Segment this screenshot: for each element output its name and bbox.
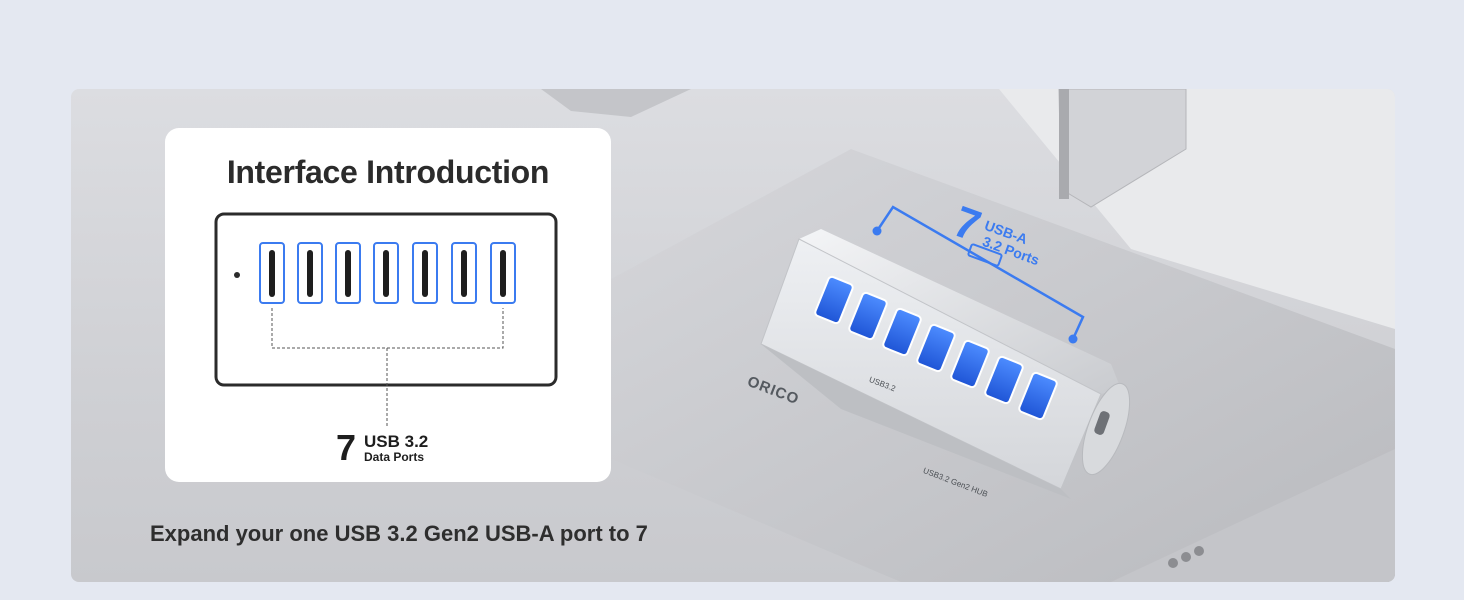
hub-top xyxy=(799,229,1121,394)
tagline: Expand your one USB 3.2 Gen2 USB-A port … xyxy=(150,521,648,546)
port-count: 7 xyxy=(336,427,357,468)
hub-end-cap xyxy=(1081,382,1131,476)
port-type: USB 3.2 xyxy=(364,432,429,451)
card-title: Interface Introduction xyxy=(226,154,550,190)
port-diagram xyxy=(214,212,558,426)
monitor-stand xyxy=(541,89,691,117)
tablet-dots xyxy=(1168,546,1204,568)
hub-ports xyxy=(814,275,1058,421)
hub-base xyxy=(761,344,1071,499)
usb-a-icon xyxy=(967,243,1003,267)
tablet xyxy=(1111,449,1395,582)
phone-edge xyxy=(1059,89,1069,199)
usb-c-port xyxy=(1094,411,1110,435)
indicator-led xyxy=(234,272,240,278)
product-banner: 7 USB-A 3.2 Ports ORICO USB3.2 USB3.2 Ge… xyxy=(71,89,1395,582)
product-scene xyxy=(541,89,1395,582)
callout-dot-left xyxy=(872,226,882,236)
port-desc: Data Ports xyxy=(364,450,425,464)
callout-dot-right xyxy=(1068,334,1078,344)
interface-card: Interface Introduction xyxy=(165,128,611,482)
diagram-ports xyxy=(259,242,516,304)
hub-outline xyxy=(214,212,558,387)
